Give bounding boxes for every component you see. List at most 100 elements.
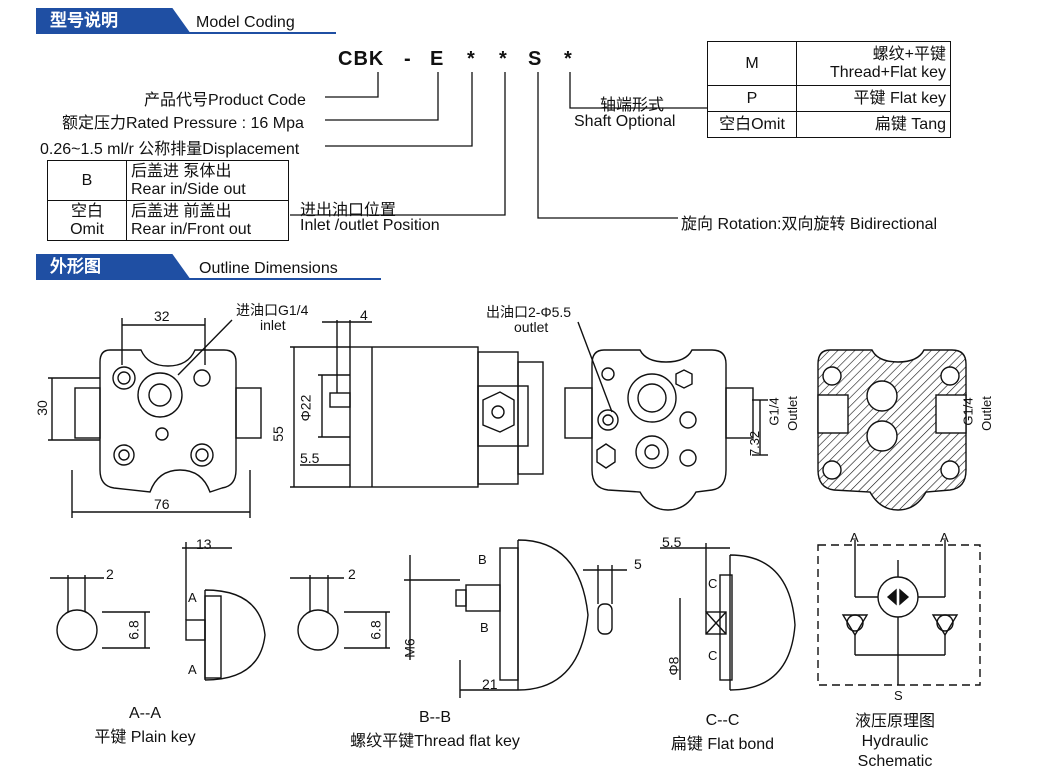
label-a-bottom: A [188, 662, 197, 677]
port-table: B 后盖进 泵体出 Rear in/Side out 空白 Omit 后盖进 前… [47, 160, 289, 241]
outline-title: Outline Dimensions [199, 260, 338, 277]
label-c-bottom: C [708, 648, 718, 663]
shaft-code-omit: 空白Omit [707, 111, 797, 138]
port-desc-b: 后盖进 泵体出 Rear in/Side out [126, 160, 289, 201]
outline-tag: 外形图 [36, 254, 191, 280]
dim-4: 4 [360, 307, 368, 323]
shaft-desc-m: 螺纹+平键 Thread+Flat key [796, 41, 951, 86]
dim-m6: M6 [401, 638, 418, 658]
label-product-code: 产品代号Product Code [144, 92, 306, 109]
front-view [48, 318, 262, 518]
outline-underline [186, 278, 381, 280]
code-s: S [528, 48, 543, 70]
caption-schematic-title: 液压原理图 Hydraulic Schematic [854, 713, 935, 770]
rear-view [564, 321, 768, 511]
port-desc-omit-1: 后盖进 前盖出 [131, 202, 232, 220]
inlet-label-cn: 进油口G1/4 [236, 302, 309, 318]
dim-outlet-b: Outlet [978, 396, 994, 431]
label-displacement: 0.26~1.5 ml/r 公称排量Displacement [40, 141, 300, 158]
model-coding-title: Model Coding [196, 14, 295, 31]
model-coding-underline [186, 32, 336, 34]
outlet-label-cn: 出油口2-Φ5.5 [486, 304, 572, 320]
dim-30: 30 [33, 400, 50, 416]
model-coding-tag: 型号说明 [36, 8, 191, 34]
caption-aa-title: A--A [129, 705, 161, 722]
label-shaft-en: Shaft Optional [574, 113, 676, 130]
shaft-row-m: M 螺纹+平键 Thread+Flat key [707, 41, 951, 86]
inlet-label-en: inlet [260, 317, 286, 333]
label-rotation: 旋向 Rotation:双向旋转 Bidirectional [681, 216, 938, 233]
outline-header: 外形图 Outline Dimensions [36, 254, 381, 280]
port-code-omit: 空白 Omit [47, 200, 127, 241]
dim-21: 21 [482, 676, 498, 692]
port-desc-b-2: Rear in/Side out [131, 180, 246, 198]
dim-55: 55 [269, 426, 286, 442]
port-code-omit-1: 空白 [70, 202, 103, 220]
label-shaft-cn: 轴端形式 [600, 97, 665, 114]
port-desc-omit: 后盖进 前盖出 Rear in/Front out [126, 200, 289, 241]
dim-5-5-c: 5.5 [662, 534, 682, 550]
shaft-desc-m-2: Thread+Flat key [829, 63, 946, 81]
dim-g14-b: G1/4 [960, 397, 976, 426]
schematic-a-right: A [940, 530, 949, 545]
outlet-label-en: outlet [514, 319, 549, 335]
caption-cc-sub: 扁键 Flat bond [670, 736, 775, 753]
dim-g14-a: G1/4 [766, 397, 782, 426]
caption-cc: C--C 扁键 Flat bond [650, 712, 795, 754]
dim-outlet-a: Outlet [784, 396, 800, 431]
label-b-bottom: B [480, 620, 489, 635]
shaft-row-p: P 平键 Flat key [707, 85, 951, 112]
dim-6-8-b: 6.8 [367, 620, 384, 640]
section-view [817, 349, 967, 511]
caption-cc-title: C--C [705, 712, 740, 729]
code-star-3: * [564, 48, 573, 70]
code-star-1: * [467, 48, 476, 70]
label-inlet-en: Inlet /outlet Position [300, 217, 440, 234]
bb-section [290, 539, 589, 698]
schematic-s: S [894, 688, 903, 703]
port-desc-omit-2: Rear in/Front out [131, 220, 252, 238]
caption-bb-sub: 螺纹平键Thread flat key [350, 733, 520, 750]
code-e: E [430, 48, 445, 70]
port-row-omit: 空白 Omit 后盖进 前盖出 Rear in/Front out [47, 200, 289, 241]
dim-6-8-a: 6.8 [125, 620, 142, 640]
caption-bb-title: B--B [419, 709, 451, 726]
model-coding-header: 型号说明 Model Coding [36, 8, 336, 34]
dim-13: 13 [196, 536, 212, 552]
port-desc-b-1: 后盖进 泵体出 [131, 162, 232, 180]
label-rated-pressure: 额定压力Rated Pressure : 16 Mpa [62, 115, 304, 132]
dim-2-a: 2 [106, 566, 114, 582]
label-c-top: C [708, 576, 718, 591]
dim-phi8: Φ8 [665, 656, 682, 676]
caption-aa-sub: 平键 Plain key [94, 729, 196, 746]
port-code-b-1: B [81, 171, 93, 189]
shaft-table: M 螺纹+平键 Thread+Flat key P 平键 Flat key 空白… [707, 41, 951, 138]
label-a-top: A [188, 590, 197, 605]
code-cbk: CBK [338, 48, 385, 70]
technical-drawing [48, 72, 981, 698]
hydraulic-schematic [817, 544, 981, 686]
dim-5-5: 5.5 [300, 450, 320, 466]
dim-32: 32 [154, 308, 170, 324]
caption-bb: B--B 螺纹平键Thread flat key [320, 709, 550, 751]
caption-schematic: 液压原理图 Hydraulic Schematic [795, 712, 995, 772]
dim-phi22: Φ22 [297, 394, 314, 422]
side-view [290, 320, 544, 488]
shaft-desc-omit: 扁键 Tang [796, 111, 951, 138]
code-leader-lines [290, 72, 707, 219]
shaft-code-m: M [707, 41, 797, 86]
shaft-desc-m-1: 螺纹+平键 [872, 45, 946, 63]
port-code-omit-2: Omit [70, 220, 104, 238]
dim-5: 5 [634, 556, 642, 572]
dim-7-32: 7.32 [747, 430, 763, 457]
dim-2-b: 2 [348, 566, 356, 582]
label-b-top: B [478, 552, 487, 567]
cc-section [583, 543, 796, 691]
dim-76: 76 [154, 496, 170, 512]
aa-section [50, 542, 266, 681]
shaft-row-omit: 空白Omit 扁键 Tang [707, 111, 951, 138]
schematic-a-left: A [850, 530, 859, 545]
caption-aa: A--A 平键 Plain key [70, 705, 220, 747]
hydraulic-symbols [841, 540, 959, 685]
code-star-2: * [499, 48, 508, 70]
